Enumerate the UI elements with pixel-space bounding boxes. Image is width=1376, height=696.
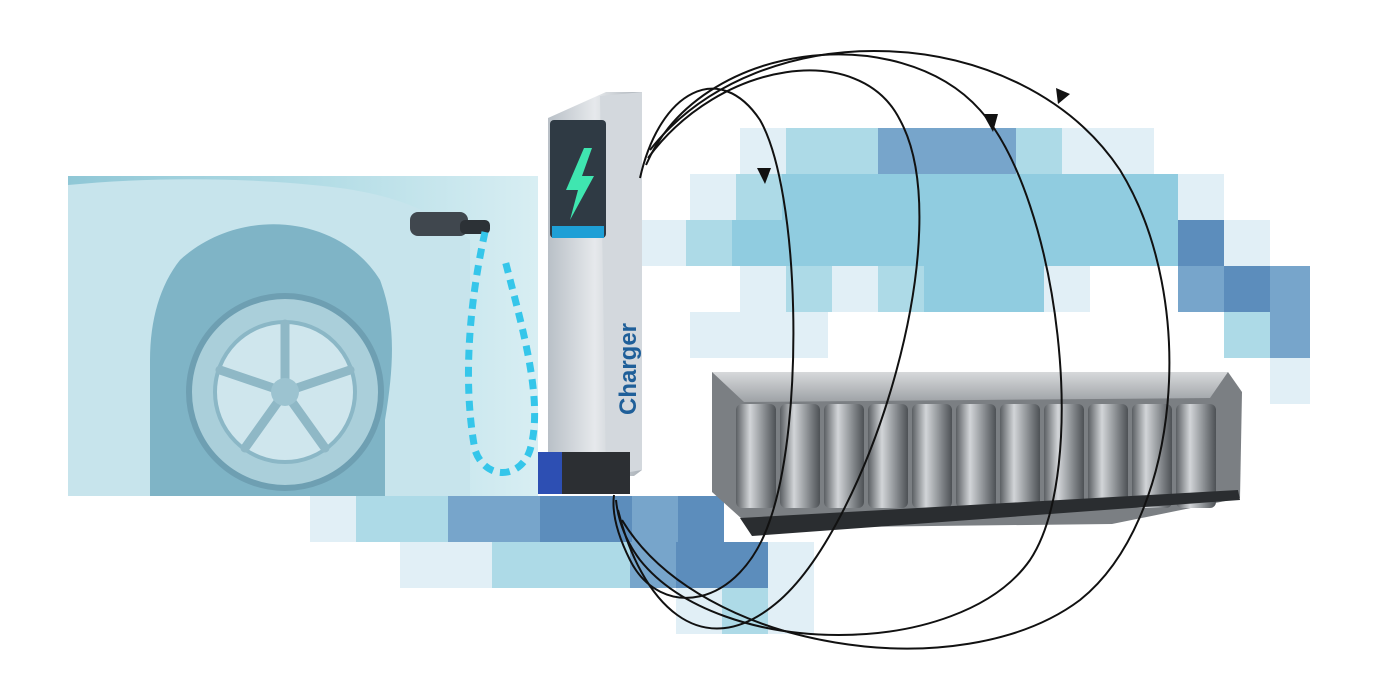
mosaic-tile (1224, 312, 1270, 358)
mosaic-tile (690, 312, 736, 358)
mosaic-tile (924, 266, 1044, 312)
mosaic-tile (310, 496, 356, 542)
flow-loops (612, 49, 1171, 650)
charging-cable (464, 231, 539, 476)
mosaic-tile (400, 542, 446, 588)
battery-pack (712, 372, 1242, 536)
mosaic-tile (970, 128, 1016, 174)
mosaic-tile (782, 174, 828, 220)
car-image (68, 176, 539, 496)
mosaic-tile (736, 174, 782, 220)
battery-cell (1000, 404, 1040, 508)
battery-cell (736, 404, 776, 508)
mosaic-tile (878, 128, 924, 174)
mosaic-tile (828, 174, 1178, 220)
charger-label: Charger (615, 323, 642, 415)
mosaic-tile (678, 496, 724, 542)
mosaic-tile (448, 496, 494, 542)
lightning-bolt-icon (566, 148, 594, 220)
mosaic-tile (640, 220, 686, 266)
mosaic-tile (1178, 266, 1224, 312)
mosaic-tile (1270, 358, 1310, 404)
mosaic-tile (584, 542, 630, 588)
mosaic-tile (782, 312, 828, 358)
mosaic-tile (740, 266, 786, 312)
battery-cell (868, 404, 908, 508)
mosaic-tile (1270, 266, 1310, 312)
mosaic-tile (832, 266, 878, 312)
mosaic-tile (492, 542, 538, 588)
mosaic-tile (740, 128, 786, 174)
battery-cell (1132, 404, 1172, 508)
mosaic-tile (722, 542, 768, 588)
mosaic-tile (732, 220, 778, 266)
mosaic-tile (632, 496, 678, 542)
mosaic-tile (446, 542, 492, 588)
mosaic-tile (1224, 266, 1270, 312)
charging-station: Charger (538, 92, 642, 494)
battery-cell (1044, 404, 1084, 508)
mosaic-tile (1178, 174, 1224, 220)
mosaic-tile (768, 588, 814, 634)
mosaic-tile (786, 128, 832, 174)
pixel-mosaic (310, 128, 1310, 634)
mosaic-tile (690, 174, 736, 220)
battery-cell (780, 404, 820, 508)
arrowhead-icon (757, 88, 1070, 184)
battery-cell (912, 404, 952, 508)
mosaic-tile (778, 220, 1178, 266)
mosaic-tile (1270, 312, 1310, 358)
mosaic-tile (356, 496, 402, 542)
mosaic-tile (676, 542, 722, 588)
mosaic-tile (736, 312, 782, 358)
mosaic-tile (540, 496, 586, 542)
mosaic-tile (878, 266, 924, 312)
battery-cell (956, 404, 996, 508)
mosaic-tile (1016, 128, 1062, 174)
mosaic-tile (1062, 128, 1108, 174)
mosaic-tile (686, 220, 732, 266)
battery-cell (824, 404, 864, 508)
battery-cell (1088, 404, 1128, 508)
mosaic-tile (924, 128, 970, 174)
mosaic-tile (494, 496, 540, 542)
mosaic-tile (402, 496, 448, 542)
battery-cell (1176, 404, 1216, 508)
mosaic-tile (538, 542, 584, 588)
mosaic-tile (1108, 128, 1154, 174)
mosaic-tile (1178, 220, 1224, 266)
mosaic-tile (768, 542, 814, 588)
charging-plug (410, 212, 468, 236)
mosaic-tile (1224, 220, 1270, 266)
mosaic-tile (832, 128, 878, 174)
